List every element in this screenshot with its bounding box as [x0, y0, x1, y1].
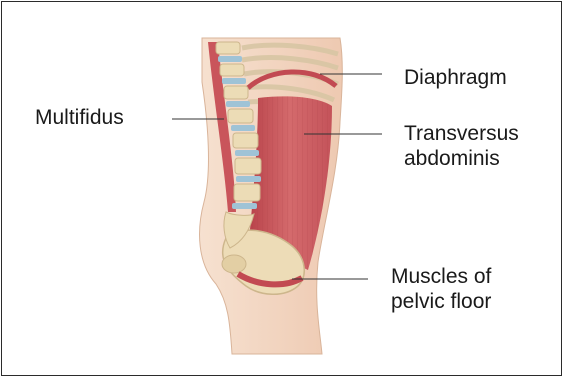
- transversus-label-line1: Transversus: [404, 121, 519, 146]
- pelvic-floor-label-line1: Muscles of: [391, 264, 491, 289]
- pelvic-floor-label: Muscles of pelvic floor: [391, 264, 491, 314]
- pelvic-floor-label-line2: pelvic floor: [391, 289, 491, 314]
- transversus-label-line2: abdominis: [404, 146, 519, 171]
- diaphragm-label: Diaphragm: [404, 65, 507, 90]
- transversus-abdominis-label: Transversus abdominis: [404, 121, 519, 171]
- multifidus-label: Multifidus: [35, 105, 124, 130]
